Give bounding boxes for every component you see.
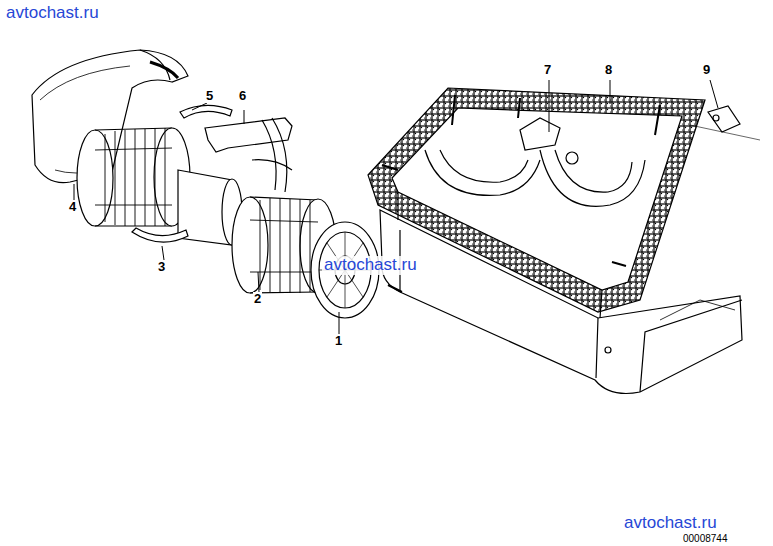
watermark: avtochast.ru — [622, 514, 719, 533]
fan-wheel — [77, 128, 190, 226]
callout-number: 5 — [205, 89, 214, 103]
callout-number: 4 — [68, 200, 77, 214]
callout-number: 3 — [157, 260, 166, 274]
watermark: avtochast.ru — [322, 256, 419, 275]
sensor-clip — [690, 106, 760, 140]
clip — [180, 105, 232, 118]
callout-number: 2 — [253, 292, 262, 306]
leader-line — [74, 80, 718, 334]
motor-mount — [425, 95, 660, 206]
callout-number: 7 — [543, 63, 552, 77]
callout-number: 6 — [238, 89, 247, 103]
clip — [132, 228, 188, 242]
blower-housing — [368, 88, 705, 318]
callout-number: 9 — [702, 63, 711, 77]
watermark: avtochast.ru — [4, 4, 101, 23]
callout-number: 8 — [604, 63, 613, 77]
drawing-number: 00008744 — [683, 533, 728, 544]
callout-number: 1 — [334, 334, 343, 348]
